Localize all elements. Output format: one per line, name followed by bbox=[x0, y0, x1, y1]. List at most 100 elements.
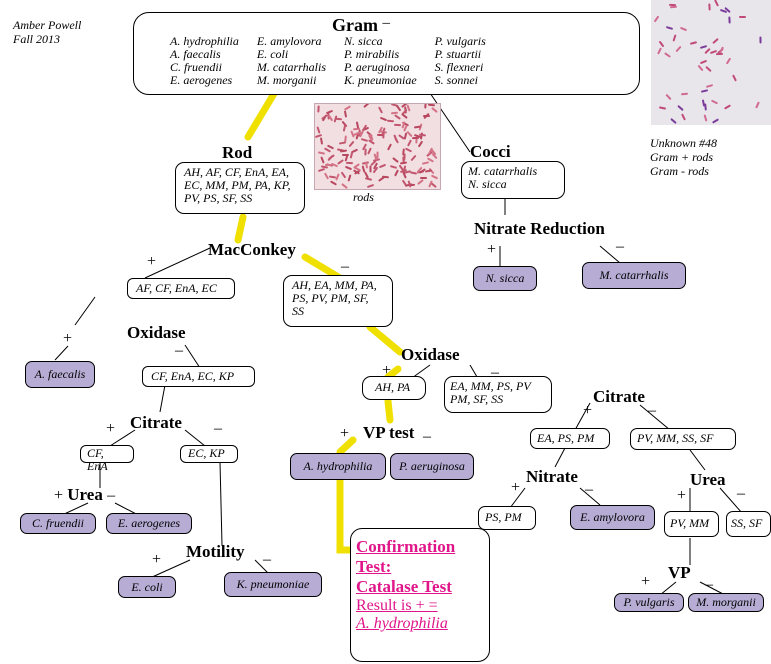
stained-cell bbox=[430, 174, 439, 180]
result-c-fruendii: C. fruendii bbox=[20, 513, 96, 534]
oxidase-right-negative-box: EA, MM, PS, PV PM, SF, SS bbox=[444, 376, 552, 413]
unknown-caption: Unknown #48 Gram + rods Gram - rods bbox=[650, 136, 717, 178]
stained-cell bbox=[410, 154, 417, 162]
macconkey-negative-line: SS bbox=[292, 304, 304, 318]
vp-final-title: VP bbox=[668, 563, 691, 582]
stained-cell bbox=[355, 121, 360, 129]
stained-cell bbox=[343, 105, 352, 111]
author-term: Fall 2013 bbox=[13, 32, 60, 46]
macconkey-positive-box: AF, CF, EnA, EC bbox=[127, 278, 235, 299]
stained-cell bbox=[378, 163, 387, 169]
macconkey-title: MacConkey bbox=[208, 240, 296, 259]
stained-cell bbox=[386, 119, 395, 123]
unknown-caption-line: Gram + rods bbox=[650, 150, 713, 164]
urea-right-positive-box: PV, MM bbox=[664, 511, 719, 537]
stained-cell bbox=[714, 0, 719, 7]
stained-cell bbox=[697, 64, 704, 72]
stained-cell bbox=[424, 104, 427, 109]
motility-plus: + bbox=[152, 551, 162, 568]
stained-cell bbox=[670, 117, 677, 125]
stained-cell bbox=[379, 116, 388, 122]
gram-organism: A. hydrophilia bbox=[170, 34, 239, 48]
stained-cell bbox=[689, 41, 698, 45]
stained-cell bbox=[715, 52, 724, 56]
stained-cell bbox=[665, 26, 674, 30]
vp-test-minus: – bbox=[423, 428, 431, 445]
urea-right-title: Urea bbox=[690, 470, 726, 489]
result-p-aeruginosa: P. aeruginosa bbox=[390, 453, 474, 480]
oxidase-left-minus: – bbox=[175, 342, 183, 359]
stained-cell bbox=[420, 177, 427, 179]
stained-cell bbox=[401, 113, 408, 119]
stained-cell bbox=[319, 137, 324, 145]
citrate-left-plus: + bbox=[106, 420, 116, 437]
urea-right-negative-box: SS, SF bbox=[726, 511, 771, 537]
stained-cell bbox=[339, 149, 348, 153]
nitrate-plus: + bbox=[511, 479, 521, 496]
oxidase-left-plus: + bbox=[63, 330, 73, 347]
cocci-line: N. sicca bbox=[468, 177, 507, 191]
stained-cell bbox=[341, 183, 348, 189]
gram-organism: P. aeruginosa bbox=[344, 60, 410, 74]
oxidase-right-minus: – bbox=[491, 364, 499, 381]
stained-cell bbox=[417, 140, 424, 148]
nitrate-minus: – bbox=[585, 481, 593, 498]
gram-organism: P. vulgaris bbox=[434, 34, 486, 48]
rod-box: AH, AF, CF, EnA, EA, EC, MM, PM, PA, KP,… bbox=[175, 162, 305, 214]
stained-cell bbox=[705, 65, 712, 73]
stained-cell bbox=[711, 118, 720, 124]
stained-cell bbox=[394, 136, 399, 144]
stained-cell bbox=[316, 126, 321, 134]
stained-cell bbox=[407, 139, 412, 147]
gram-box: Gram – A. hydrophilia E. amylovora N. si… bbox=[133, 12, 640, 95]
citrate-left-minus: – bbox=[214, 420, 222, 437]
oxidase-right-positive-box: AH, PA bbox=[362, 376, 426, 400]
nitrate-reduction-minus: – bbox=[616, 238, 624, 255]
citrate-right-negative-box: PV, MM, SS, SF bbox=[630, 428, 736, 450]
stained-cell bbox=[431, 107, 438, 113]
result-e-aerogenes: E. aerogenes bbox=[106, 513, 192, 534]
gram-title: Gram – bbox=[332, 15, 390, 35]
stained-cell bbox=[344, 154, 349, 162]
stained-cell bbox=[317, 167, 326, 173]
stained-cell bbox=[348, 140, 355, 148]
oxidase-right-negative-line: EA, MM, PS, PV bbox=[450, 379, 531, 393]
cocci-line: M. catarrhalis bbox=[468, 164, 538, 178]
cocci-title: Cocci bbox=[470, 142, 511, 161]
result-e-amylovora: E. amylovora bbox=[570, 505, 655, 530]
stained-cell bbox=[739, 16, 746, 18]
stained-cell bbox=[343, 110, 348, 118]
stained-cell bbox=[366, 183, 375, 189]
motility-title: Motility bbox=[186, 542, 245, 561]
stained-cell bbox=[703, 114, 708, 122]
unknown-caption-line: Gram - rods bbox=[650, 164, 709, 178]
oxidase-right-plus: + bbox=[382, 362, 392, 379]
gram-stain-photo bbox=[651, 0, 771, 125]
stained-cell bbox=[394, 114, 401, 120]
oxidase-right-negative-line: PM, SF, SS bbox=[450, 392, 504, 406]
macconkey-negative-box: AH, EA, MM, PA, PS, PV, PM, SF, SS bbox=[283, 275, 393, 327]
stained-cell bbox=[317, 105, 320, 113]
stained-cell bbox=[705, 84, 714, 88]
gram-organism: S. sonnei bbox=[434, 73, 479, 87]
stained-cell bbox=[340, 171, 347, 179]
citrate-left-positive-box: CF, EnA bbox=[80, 445, 134, 473]
result-n-sicca: N. sicca bbox=[473, 266, 537, 291]
stained-cell bbox=[431, 152, 438, 160]
result-a-hydrophilia: A. hydrophilia bbox=[290, 453, 386, 480]
gram-sign: – bbox=[382, 15, 390, 31]
stained-cell bbox=[338, 141, 347, 145]
author-name: Amber Powell bbox=[13, 18, 82, 32]
gram-organism: P. stuartii bbox=[434, 47, 482, 61]
stained-cell bbox=[342, 124, 347, 132]
rods-caption: rods bbox=[353, 190, 374, 204]
gram-organism: P. mirabilis bbox=[344, 47, 400, 61]
stained-cell bbox=[403, 132, 408, 140]
stained-cell bbox=[378, 106, 383, 114]
stained-cell bbox=[364, 148, 367, 156]
gram-organism: S. flexneri bbox=[434, 60, 484, 74]
vp-final-plus: + bbox=[641, 573, 651, 590]
macconkey-plus: + bbox=[147, 253, 157, 270]
nitrate-title: Nitrate bbox=[526, 467, 578, 486]
stained-cell bbox=[387, 143, 392, 151]
